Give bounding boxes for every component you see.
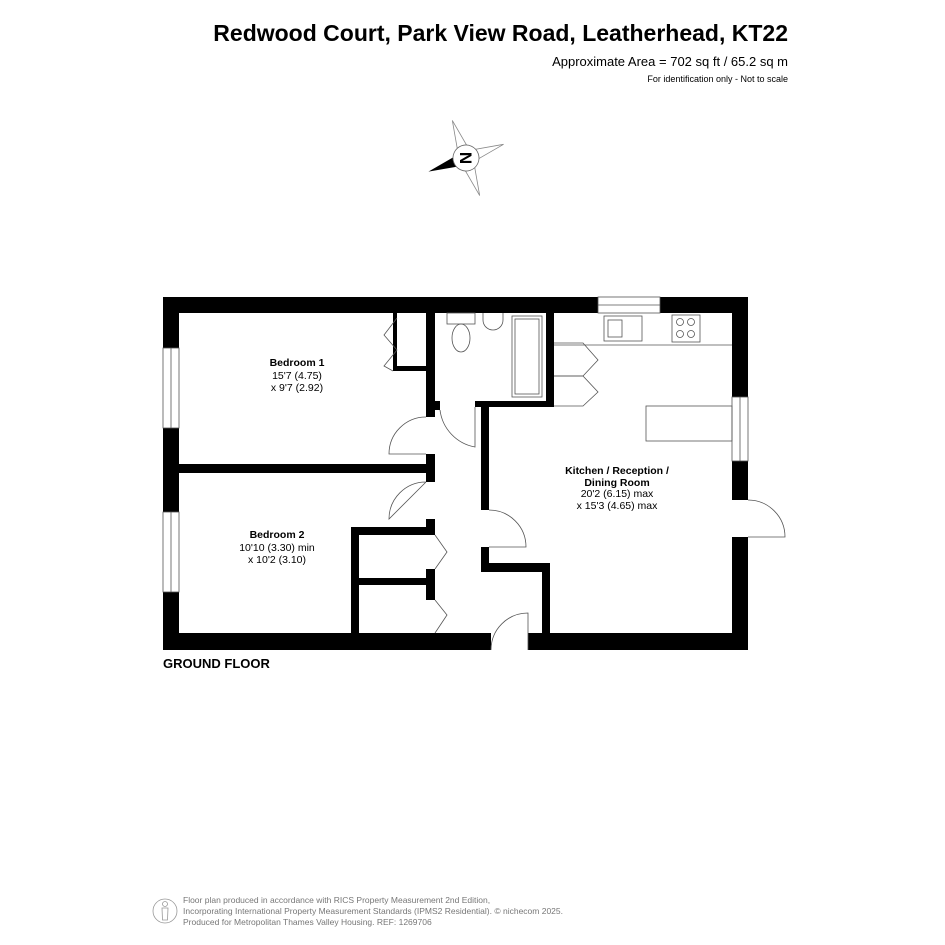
kitchen-name2: Dining Room	[584, 477, 649, 489]
toilet-icon	[451, 323, 471, 353]
person-icon	[152, 898, 178, 924]
cupboard-door	[434, 534, 448, 570]
hob-icon	[671, 314, 701, 343]
basin-icon	[482, 313, 504, 331]
footer-line1: Floor plan produced in accordance with R…	[183, 895, 491, 905]
bedroom2-dim1: 10'10 (3.30) min	[239, 542, 315, 554]
door-entrance	[490, 612, 529, 651]
north-letter: N	[456, 152, 475, 164]
bedroom2-dim2: x 10'2 (3.10)	[248, 554, 306, 566]
door-bathroom	[439, 407, 476, 448]
kitchen-dim2: x 15'3 (4.65) max	[577, 500, 659, 512]
bedroom1-dim2: x 9'7 (2.92)	[271, 382, 323, 394]
footer-line2: Incorporating International Property Mea…	[183, 906, 563, 916]
sink-icon	[603, 315, 643, 342]
kitchen-name1: Kitchen / Reception /	[565, 465, 669, 477]
door-external	[747, 499, 786, 538]
bedroom1-dim1: 15'7 (4.75)	[272, 370, 322, 382]
bath-icon	[511, 315, 543, 398]
door-kitchen	[488, 509, 527, 548]
kitchen-dim1: 20'2 (6.15) max	[581, 488, 654, 500]
door-bedroom1	[388, 416, 427, 455]
footer: Floor plan produced in accordance with R…	[183, 895, 563, 928]
kitchen-cupboard	[554, 375, 599, 407]
kitchen-cupboard	[554, 342, 599, 377]
wardrobe-door	[383, 317, 398, 372]
fixtures	[162, 296, 786, 651]
footer-line3: Produced for Metropolitan Thames Valley …	[183, 917, 432, 927]
cupboard-door	[434, 599, 448, 634]
kitchen-island	[645, 405, 733, 442]
approximate-area: Approximate Area = 702 sq ft / 65.2 sq m	[552, 54, 788, 69]
property-title: Redwood Court, Park View Road, Leatherhe…	[213, 20, 788, 46]
scale-note: For identification only - Not to scale	[647, 74, 788, 84]
compass-icon: N	[428, 120, 504, 196]
bedroom1-name: Bedroom 1	[270, 357, 325, 369]
toilet-cistern	[446, 312, 476, 325]
walls	[163, 297, 748, 650]
bedroom2-name: Bedroom 2	[250, 529, 305, 541]
room-labels: Bedroom 1 15'7 (4.75) x 9'7 (2.92) Bedro…	[239, 357, 669, 566]
floor-label: GROUND FLOOR	[163, 656, 270, 671]
door-bedroom2	[388, 481, 427, 520]
